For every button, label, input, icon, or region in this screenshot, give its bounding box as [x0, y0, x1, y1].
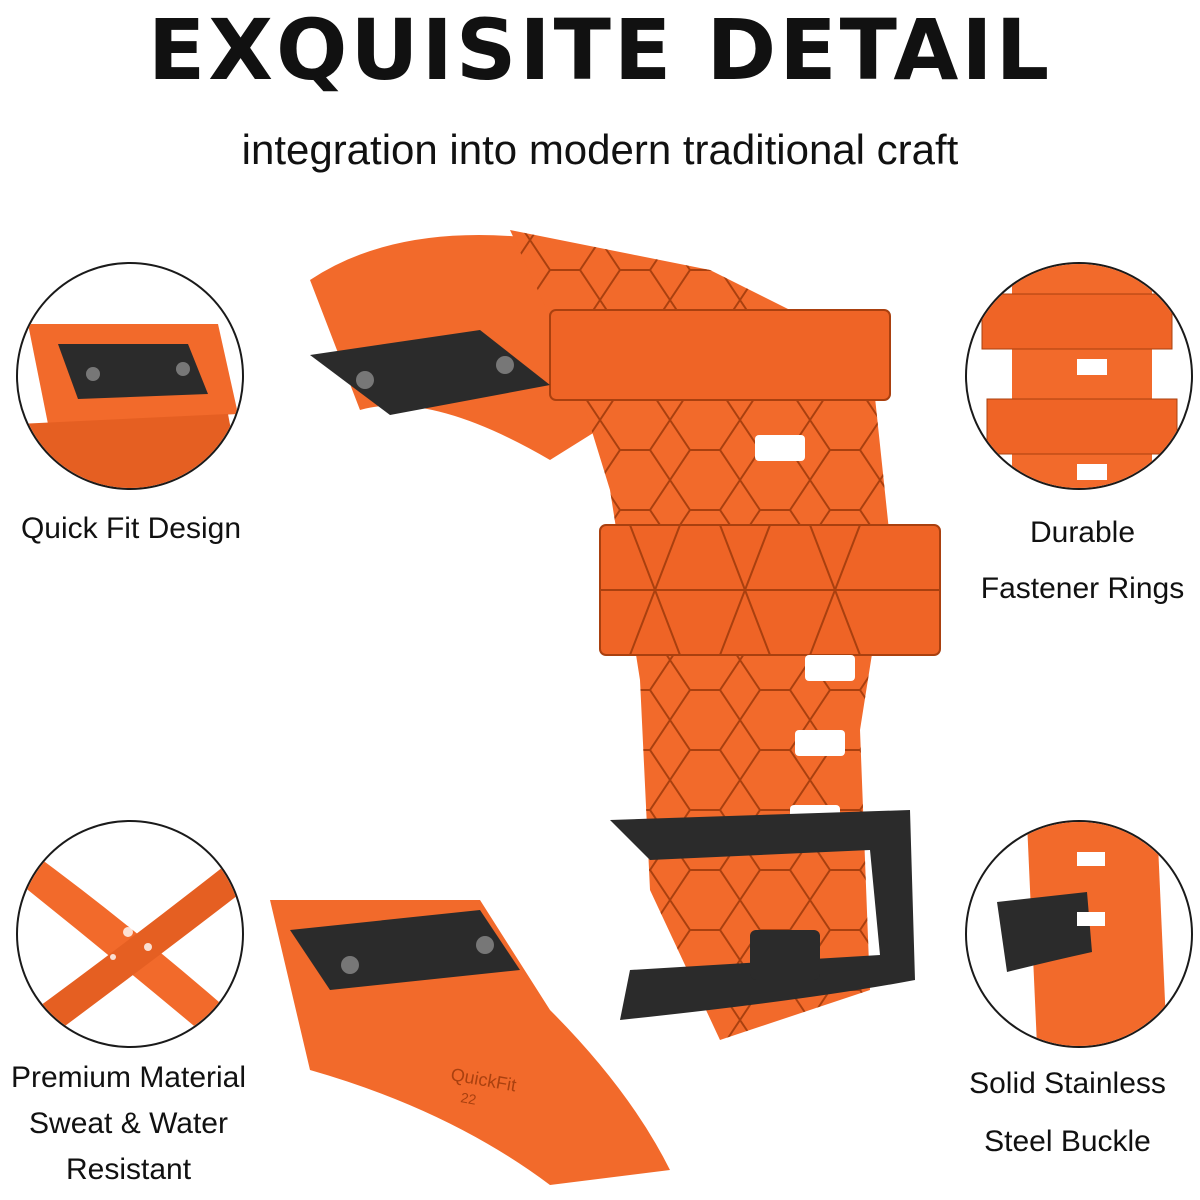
caption-buckle-line1: Solid Stainless	[969, 1067, 1166, 1100]
page-subtitle: integration into modern traditional craf…	[241, 126, 959, 173]
caption-buckle: Solid Stainless Steel Buckle	[945, 1055, 1190, 1171]
watch-band-image: QuickFit 22	[270, 230, 941, 1185]
caption-quick-fit: Quick Fit Design	[0, 505, 262, 553]
caption-fastener-line2: Fastener Rings	[980, 572, 1185, 605]
caption-material-line3: Resistant	[65, 1153, 192, 1186]
keeper-upper	[549, 309, 891, 401]
engraving-size: 22	[459, 1089, 477, 1107]
caption-fastener: Durable Fastener Rings	[965, 505, 1200, 617]
feature-circle-quick-fit	[16, 262, 244, 490]
caption-buckle-line2: Steel Buckle	[984, 1125, 1151, 1158]
caption-fastener-line1: Durable	[1029, 516, 1136, 549]
upper-clasp	[310, 330, 550, 415]
caption-material: Premium Material Sweat & Water Resistant	[0, 1055, 257, 1193]
buckle	[610, 810, 915, 1020]
feature-circle-material	[16, 820, 244, 1048]
page-title: EXQUISITE DETAIL	[147, 1, 1053, 99]
caption-quick-fit-line: Quick Fit Design	[20, 512, 242, 545]
caption-material-line1: Premium Material	[10, 1061, 247, 1094]
feature-circle-buckle	[965, 820, 1193, 1048]
feature-circle-fastener	[965, 262, 1193, 490]
caption-material-line2: Sweat & Water	[29, 1107, 228, 1140]
